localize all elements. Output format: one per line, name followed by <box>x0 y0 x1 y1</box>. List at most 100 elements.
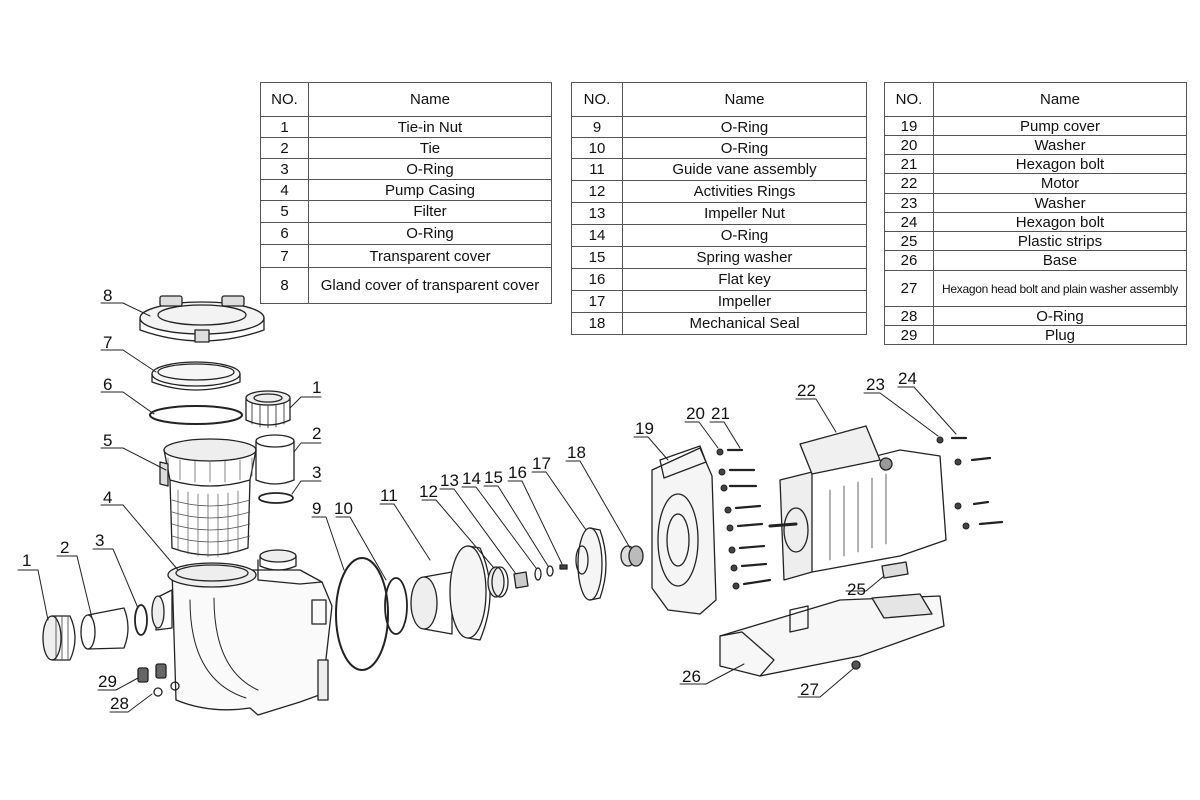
callout-16: 16 <box>508 463 527 482</box>
part-plug-drawing <box>137 663 167 683</box>
callout-23: 23 <box>866 375 885 394</box>
callout-2-upper: 2 <box>312 424 321 443</box>
part-impeller-nut-drawing <box>513 571 529 589</box>
part-no: 16 <box>571 268 623 291</box>
part-tie-upper-drawing <box>255 434 295 485</box>
callout-15: 15 <box>484 468 503 487</box>
callout-1-lower: 1 <box>22 551 31 570</box>
callout-9: 9 <box>312 499 321 518</box>
part-plastic-strips-drawing <box>881 561 909 579</box>
part-transparent-cover-drawing <box>151 361 241 391</box>
callout-27: 27 <box>800 680 819 699</box>
part-name: Plug <box>933 325 1187 345</box>
part-no: 8 <box>260 267 309 304</box>
callout-11: 11 <box>380 486 398 505</box>
part-name: Hexagon head bolt and plain washer assem… <box>933 270 1187 307</box>
part-name: Hexagon bolt <box>933 154 1187 174</box>
part-o-ring-3-lower-drawing <box>134 604 148 636</box>
callout-7: 7 <box>103 333 112 352</box>
part-name: Impeller <box>622 290 867 313</box>
part-no: 13 <box>571 202 623 225</box>
part-no: 28 <box>884 306 934 326</box>
part-no: 18 <box>571 312 623 335</box>
table-header-no: NO. <box>260 82 309 117</box>
part-name: Guide vane assembly <box>622 158 867 181</box>
callout-10: 10 <box>334 499 353 518</box>
table-header-name: Name <box>308 82 552 117</box>
callout-3-lower: 3 <box>95 531 104 550</box>
callout-labels: 8 7 6 5 4 1 2 3 1 2 3 9 10 11 12 13 14 1… <box>22 286 917 713</box>
part-pump-cover-drawing <box>651 445 717 615</box>
part-flat-key-drawing <box>559 564 568 570</box>
part-tie-in-nut-upper-drawing <box>245 390 291 429</box>
part-activities-rings-drawing <box>487 566 509 598</box>
part-o-ring-28-drawing <box>153 681 180 697</box>
table-header-name: Name <box>622 82 867 117</box>
part-no: 25 <box>884 231 934 251</box>
part-no: 20 <box>884 135 934 155</box>
table-header-no: NO. <box>571 82 623 117</box>
part-motor-drawing <box>768 425 947 581</box>
callout-21: 21 <box>711 404 730 423</box>
part-name: Pump cover <box>933 116 1187 136</box>
callout-13: 13 <box>440 471 459 490</box>
part-impeller-drawing <box>575 527 607 601</box>
callout-4: 4 <box>103 488 112 507</box>
part-name: Plastic strips <box>933 231 1187 251</box>
part-tie-lower-drawing <box>80 607 129 650</box>
callout-14: 14 <box>462 469 481 488</box>
callout-6: 6 <box>103 375 112 394</box>
part-tie-in-nut-lower-drawing <box>42 615 76 661</box>
part-spring-washer-drawing <box>546 565 554 577</box>
part-no: 14 <box>571 224 623 247</box>
part-name: Mechanical Seal <box>622 312 867 335</box>
part-pump-casing-drawing <box>151 549 333 716</box>
part-name: Motor <box>933 173 1187 194</box>
part-base-drawing <box>719 593 945 677</box>
part-o-ring-3-upper-drawing <box>258 492 294 504</box>
callout-24: 24 <box>898 369 917 388</box>
part-gland-cover-drawing <box>139 295 265 343</box>
table-header-name: Name <box>933 82 1187 117</box>
callout-17: 17 <box>532 454 551 473</box>
part-bolts-23-24-drawing <box>936 436 1004 530</box>
part-o-ring-6-drawing <box>149 405 243 425</box>
callout-19: 19 <box>635 419 654 438</box>
part-name: Gland cover of transparent cover <box>308 267 552 304</box>
callout-12: 12 <box>419 482 438 501</box>
callout-20: 20 <box>686 404 705 423</box>
part-name: Hexagon bolt <box>933 212 1187 232</box>
part-hex-bolt-27-drawing <box>851 660 861 670</box>
part-name: Transparent cover <box>308 244 552 268</box>
callout-28: 28 <box>110 694 129 713</box>
part-o-ring-9-drawing <box>335 557 389 671</box>
callout-1-upper: 1 <box>312 378 321 397</box>
part-mechanical-seal-drawing <box>620 545 644 567</box>
leader-lines <box>17 302 957 713</box>
callout-2-lower: 2 <box>60 538 69 557</box>
part-no: 29 <box>884 325 934 345</box>
callout-8: 8 <box>103 286 112 305</box>
callout-5: 5 <box>103 431 112 450</box>
callout-22: 22 <box>797 381 816 400</box>
part-o-ring-14-drawing <box>534 567 542 581</box>
